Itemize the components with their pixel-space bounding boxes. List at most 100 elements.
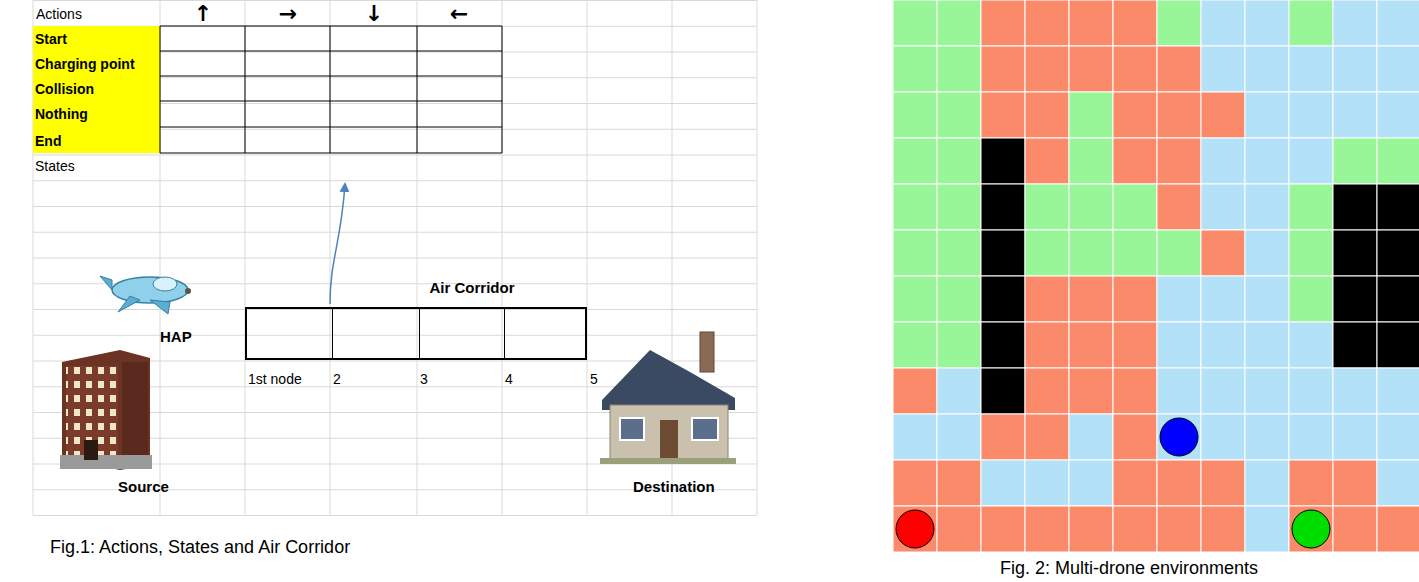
env-cell — [1201, 230, 1245, 276]
env-cell — [1025, 460, 1069, 506]
state-label: Start — [35, 30, 67, 48]
env-cell — [1025, 322, 1069, 368]
node-number: 1st node — [248, 370, 302, 388]
env-cell — [893, 0, 937, 46]
destination-label: Destination — [633, 478, 715, 496]
env-cell — [1113, 184, 1157, 230]
env-cell — [1333, 368, 1377, 414]
row-header-fill — [33, 26, 160, 153]
action-arrow: ↓ — [365, 3, 383, 25]
env-cell — [1069, 414, 1113, 460]
env-cell — [937, 46, 981, 92]
table-line — [160, 127, 502, 128]
source-building — [60, 350, 152, 470]
env-cell — [981, 92, 1025, 138]
env-cell — [1069, 184, 1113, 230]
action-arrow: ↑ — [194, 3, 212, 25]
state-label: Charging point — [35, 55, 135, 73]
env-cell — [1201, 92, 1245, 138]
env-cell — [1069, 506, 1113, 552]
table-line — [417, 26, 418, 153]
env-cell — [981, 460, 1025, 506]
env-cell — [981, 414, 1025, 460]
env-cell — [1157, 276, 1201, 322]
env-cell — [1113, 460, 1157, 506]
drone-marker — [1292, 510, 1330, 548]
state-label: Collision — [35, 80, 94, 98]
env-cell — [1333, 276, 1377, 322]
env-cell — [1289, 506, 1333, 552]
env-cell — [1245, 230, 1289, 276]
env-cell — [1069, 276, 1113, 322]
env-cell — [1069, 230, 1113, 276]
env-cell — [1245, 460, 1289, 506]
env-cell — [1201, 414, 1245, 460]
env-cell — [1113, 46, 1157, 92]
env-cell — [1377, 322, 1419, 368]
sheet-gridline — [33, 515, 757, 516]
table-line — [160, 51, 502, 52]
env-cell — [1377, 92, 1419, 138]
sheet-gridline — [33, 206, 757, 207]
table-line — [160, 26, 161, 153]
table-footer: States — [35, 157, 75, 175]
env-cell — [1245, 184, 1289, 230]
env-cell — [1377, 368, 1419, 414]
env-cell — [1289, 414, 1333, 460]
env-cell — [937, 92, 981, 138]
table-line — [160, 153, 502, 154]
env-cell — [1377, 184, 1419, 230]
env-cell — [981, 276, 1025, 322]
env-cell — [937, 368, 981, 414]
env-cell — [893, 368, 937, 414]
env-cell — [1333, 46, 1377, 92]
corridor-divider — [419, 309, 420, 358]
env-cell — [1245, 506, 1289, 552]
state-label: Nothing — [35, 105, 88, 123]
env-cell — [1377, 276, 1419, 322]
figure-caption: Fig. 2: Multi-drone environments — [1000, 559, 1258, 577]
env-cell — [1069, 368, 1113, 414]
sheet-gridline — [33, 0, 757, 1]
env-cell — [1289, 322, 1333, 368]
env-cell — [981, 138, 1025, 184]
env-cell — [893, 460, 937, 506]
env-cell — [1157, 230, 1201, 276]
env-cell — [981, 322, 1025, 368]
node-number: 2 — [333, 370, 341, 388]
air-corridor-box: Air Corridor — [245, 307, 587, 360]
env-cell — [1333, 322, 1377, 368]
env-cell — [1377, 0, 1419, 46]
env-cell — [1157, 184, 1201, 230]
env-cell — [1289, 368, 1333, 414]
env-cell — [1201, 506, 1245, 552]
corridor-divider — [332, 309, 333, 358]
env-cell — [937, 322, 981, 368]
env-cell — [981, 46, 1025, 92]
sheet-gridline — [33, 335, 757, 336]
env-cell — [893, 46, 937, 92]
env-cell — [981, 184, 1025, 230]
table-header: Actions — [36, 5, 82, 23]
env-cell — [1333, 0, 1377, 46]
env-cell — [1289, 138, 1333, 184]
env-cell — [1289, 230, 1333, 276]
env-cell — [1113, 414, 1157, 460]
env-cell — [1157, 414, 1201, 460]
env-cell — [1025, 46, 1069, 92]
env-cell — [1333, 138, 1377, 184]
corridor-divider — [504, 309, 505, 358]
env-cell — [981, 506, 1025, 552]
sheet-gridline — [33, 309, 757, 310]
table-line — [330, 26, 331, 153]
env-cell — [1025, 0, 1069, 46]
sheet-gridline — [33, 180, 757, 181]
table-line — [502, 26, 503, 153]
env-cell — [1157, 0, 1201, 46]
env-cell — [1245, 414, 1289, 460]
qtable: Actions↑→↓←StartCharging pointCollisionN… — [33, 2, 502, 180]
drone-marker — [896, 510, 934, 548]
table-line — [160, 101, 502, 102]
env-cell — [1201, 460, 1245, 506]
